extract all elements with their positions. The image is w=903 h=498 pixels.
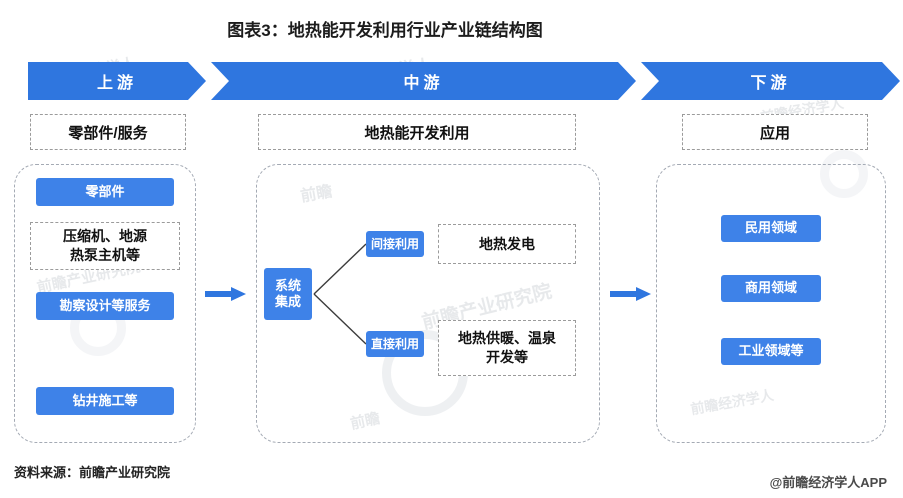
midstream-branch-indirect-tag: 间接利用 (366, 231, 424, 257)
downstream-header: 应用 (682, 114, 868, 150)
upstream-item-compressor: 压缩机、地源 热泵主机等 (30, 222, 180, 270)
upstream-header: 零部件/服务 (30, 114, 186, 150)
credit-note: @前瞻经济学人APP (769, 475, 887, 490)
midstream-branch-direct-tag: 直接利用 (366, 331, 424, 357)
downstream-item-civil: 民用领域 (721, 215, 821, 242)
midstream-system-integration: 系统 集成 (264, 268, 312, 320)
upstream-panel (14, 164, 196, 443)
midstream-branch-direct-result: 地热供暖、温泉 开发等 (438, 320, 576, 376)
upstream-item-drilling: 钻井施工等 (36, 387, 174, 415)
upstream-item-parts: 零部件 (36, 178, 174, 206)
midstream-branch-indirect-result: 地热发电 (438, 224, 576, 264)
diagram-title: 图表3：地热能开发利用行业产业链结构图 (227, 21, 543, 40)
downstream-item-commercial: 商用领域 (721, 275, 821, 302)
downstream-item-industrial: 工业领域等 (721, 338, 821, 365)
banner-segment-midstream: 中游 (211, 62, 636, 100)
upstream-item-survey-design: 勘察设计等服务 (36, 292, 174, 320)
arrow-shaft (610, 291, 638, 297)
midstream-panel (256, 164, 600, 443)
arrow-shaft (205, 291, 233, 297)
arrow-head-icon (636, 287, 651, 301)
stage-banner: 上游 中游 下游 (28, 62, 900, 100)
flow-arrow-midstream-to-downstream (610, 287, 652, 301)
banner-segment-upstream: 上游 (28, 62, 206, 100)
flow-arrow-upstream-to-midstream (205, 287, 247, 301)
banner-segment-downstream: 下游 (641, 62, 900, 100)
arrow-head-icon (231, 287, 246, 301)
downstream-panel (656, 164, 886, 443)
midstream-header: 地热能开发利用 (258, 114, 576, 150)
source-note: 资料来源：前瞻产业研究院 (14, 465, 171, 480)
